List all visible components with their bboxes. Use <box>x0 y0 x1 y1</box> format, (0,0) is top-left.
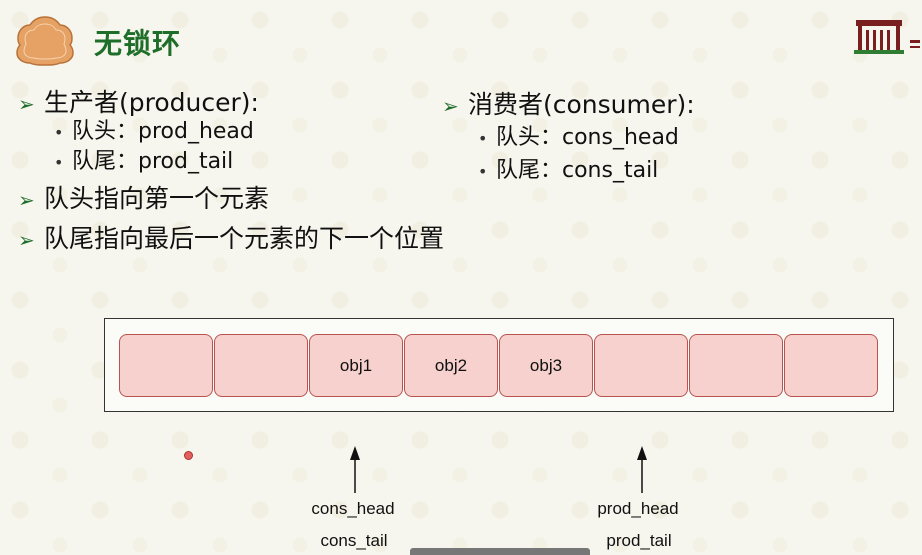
arrow-bullet-icon: ➢ <box>18 228 35 252</box>
ring-slot-1 <box>214 334 308 397</box>
emblem-logo-icon <box>16 16 74 66</box>
ring-slot-0 <box>119 334 213 397</box>
producer-heading-text: 生产者(producer): <box>44 88 259 117</box>
cons-tail-label: cons_tail <box>320 531 388 550</box>
laser-pointer-dot <box>184 451 193 460</box>
ring-slot-7 <box>784 334 878 397</box>
consumer-heading: ➢ 消费者(consumer): <box>442 90 695 121</box>
consumer-item-head-text: 队头：cons_head <box>496 125 679 150</box>
prod-head-label: prod_head <box>597 499 679 518</box>
arrow-bullet-icon: ➢ <box>442 94 459 118</box>
dot-bullet-icon: • <box>478 129 488 148</box>
arrow-bullet-icon: ➢ <box>18 188 35 212</box>
dot-bullet-icon: • <box>54 123 64 142</box>
producer-item-tail-text: 队尾：prod_tail <box>72 149 234 174</box>
note-tail-text: 队尾指向最后一个元素的下一个位置 <box>44 224 445 253</box>
consumer-heading-text: 消费者(consumer): <box>468 90 695 119</box>
producer-item-head-text: 队头：prod_head <box>72 119 254 144</box>
cons-head-label: cons_head <box>311 499 395 518</box>
university-building-logo-icon <box>854 20 920 54</box>
arrow-bullet-icon: ➢ <box>18 92 35 116</box>
ring-buffer: obj1 obj2 obj3 <box>104 318 894 412</box>
producer-heading: ➢ 生产者(producer): <box>18 88 259 119</box>
ring-slot-4: obj3 <box>499 334 593 397</box>
video-scrubber-bar[interactable] <box>410 548 590 555</box>
producer-item-tail: • 队尾：prod_tail <box>54 148 233 177</box>
ring-slot-2: obj1 <box>309 334 403 397</box>
prod-pointer-arrow <box>637 446 647 493</box>
ring-slot-5 <box>594 334 688 397</box>
ring-slot-3: obj2 <box>404 334 498 397</box>
cons-pointer-arrow <box>350 446 360 493</box>
note-head-text: 队头指向第一个元素 <box>44 184 270 213</box>
slide-title: 无锁环 <box>94 27 182 60</box>
note-tail-points-next: ➢ 队尾指向最后一个元素的下一个位置 <box>18 224 444 255</box>
producer-item-head: • 队头：prod_head <box>54 118 254 147</box>
dot-bullet-icon: • <box>478 162 488 181</box>
consumer-item-tail: • 队尾：cons_tail <box>478 157 658 186</box>
consumer-item-head: • 队头：cons_head <box>478 124 679 153</box>
consumer-item-tail-text: 队尾：cons_tail <box>496 158 659 183</box>
note-head-points-first: ➢ 队头指向第一个元素 <box>18 184 269 215</box>
prod-tail-label: prod_tail <box>606 531 672 550</box>
dot-bullet-icon: • <box>54 153 64 172</box>
ring-slot-6 <box>689 334 783 397</box>
